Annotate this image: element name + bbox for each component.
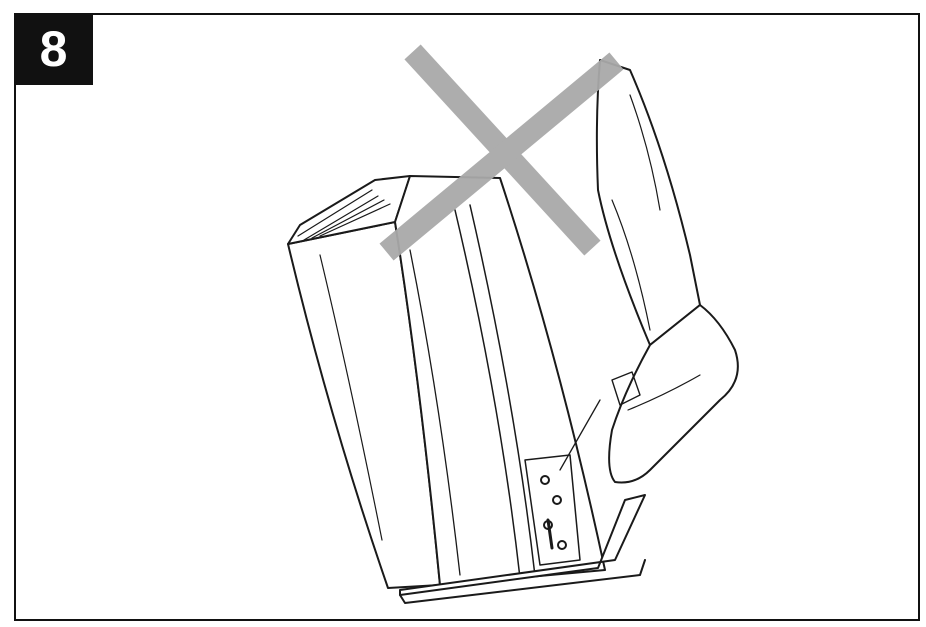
tv-connector-panel [524,454,581,566]
tv-top [287,175,411,245]
step-number-badge: 8 [14,13,93,85]
tv-side [394,175,606,586]
shoe [608,304,739,484]
leg [595,59,701,346]
x-mark-icon [379,44,624,261]
